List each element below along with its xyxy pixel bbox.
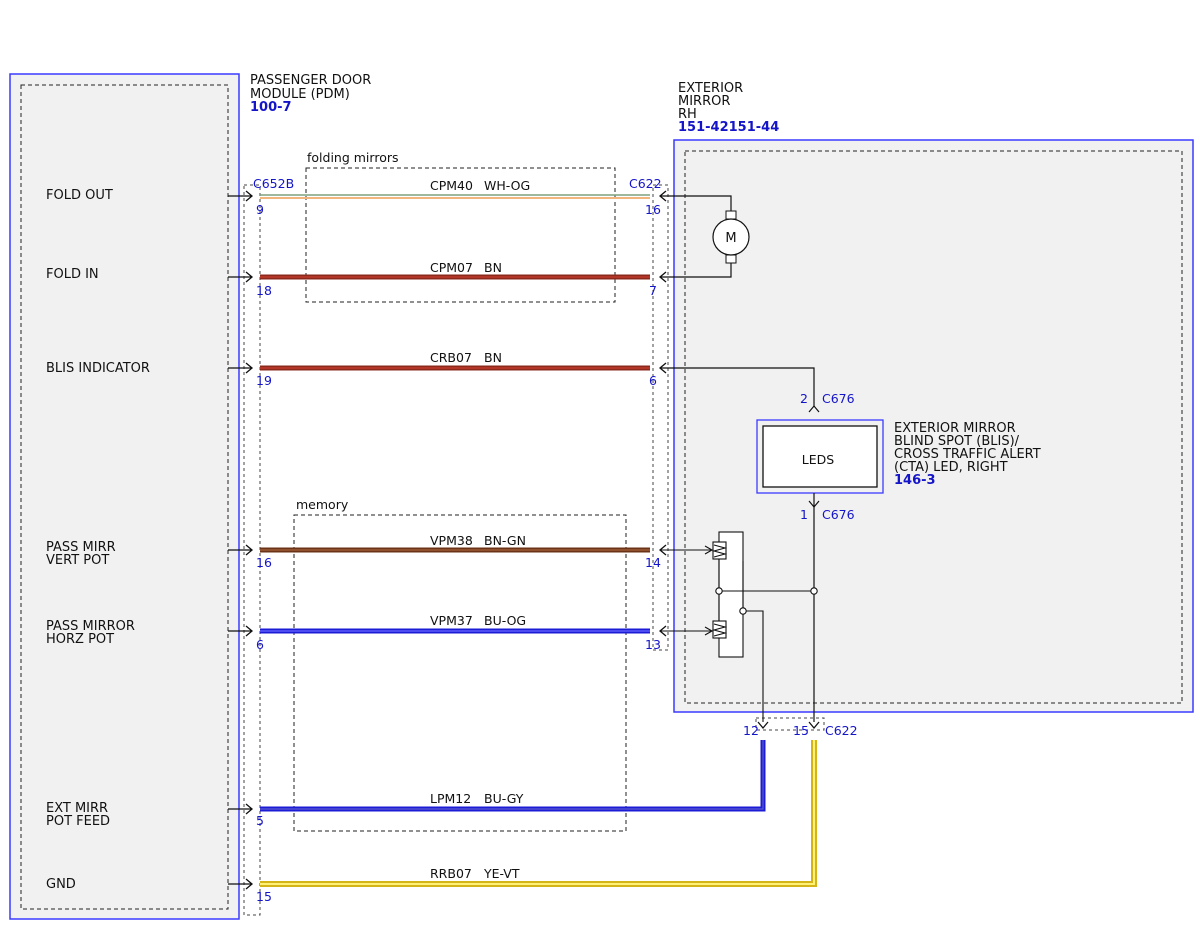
led-title-line4: (CTA) LED, RIGHT	[894, 460, 1008, 475]
input-gnd: GND	[46, 877, 76, 892]
led-connector-top: C676	[822, 391, 855, 406]
input-feed-line1: EXT MIRR	[46, 801, 108, 816]
wire-fold-in-color: BN	[484, 260, 502, 275]
mirror-pin-fold-in: 7	[649, 283, 657, 298]
led-connector-bottom: C676	[822, 507, 855, 522]
wire-horz-color: BU-OG	[484, 613, 526, 628]
wire-fold-in-circuit: CPM07	[430, 260, 473, 275]
mirror-pin-horz: 13	[645, 637, 661, 652]
memory-group	[293, 514, 627, 832]
led-pin-bottom: 1	[800, 507, 808, 522]
mirror-connector-label-bottom: C622	[825, 723, 858, 738]
pdm-title-line2: MODULE (PDM)	[250, 87, 350, 102]
wire-blis-circuit: CRB07	[430, 350, 472, 365]
mirror-pin-feed: 12	[743, 723, 759, 738]
memory-label: memory	[296, 497, 349, 512]
pdm-code-link[interactable]: 100-7	[250, 100, 292, 115]
wire-feed-color: BU-GY	[484, 791, 524, 806]
wire-gnd-circuit: RRB07	[430, 866, 472, 881]
led-label: LEDS	[802, 452, 834, 467]
input-fold-out: FOLD OUT	[46, 188, 113, 203]
pdm-pin-fold-out: 9	[256, 202, 264, 217]
input-vert-pot-line2: VERT POT	[46, 553, 109, 568]
led-title-line2: BLIND SPOT (BLIS)/	[894, 434, 1020, 449]
input-feed-line2: POT FEED	[46, 814, 110, 829]
mirror-bottom-connector	[755, 717, 825, 731]
mirror-pin-blis: 6	[649, 373, 657, 388]
pdm-pin-horz: 6	[256, 637, 264, 652]
pdm-pin-feed: 5	[256, 813, 264, 828]
motor-symbol: M	[725, 231, 736, 246]
folding-mirrors-label: folding mirrors	[307, 150, 399, 165]
wire-gnd-color: YE-VT	[483, 866, 520, 881]
mirror-module-border	[673, 139, 1194, 713]
pdm-pin-gnd: 15	[256, 889, 272, 904]
folding-mirrors-group	[305, 167, 616, 303]
mirror-title-line2: MIRROR	[678, 94, 730, 109]
mirror-pin-gnd: 15	[793, 723, 809, 738]
wire-gnd[interactable]	[260, 740, 817, 887]
input-horz-pot-line2: HORZ POT	[46, 632, 114, 647]
mirror-title-line3: RH	[678, 107, 697, 122]
led-pin-top: 2	[800, 391, 808, 406]
pdm-module-border	[9, 73, 240, 920]
wire-horz-circuit: VPM37	[430, 613, 473, 628]
led-module	[660, 367, 884, 722]
wire-fold-out-circuit: CPM40	[430, 178, 473, 193]
mirror-connector-label-top: C622	[629, 176, 662, 191]
pdm-pin-fold-in: 18	[256, 283, 272, 298]
wire-fold-out-color: WH-OG	[484, 178, 530, 193]
led-code-link[interactable]: 146-3	[894, 473, 936, 488]
input-blis-indicator: BLIS INDICATOR	[46, 361, 150, 376]
mirror-pin-vert: 14	[645, 555, 661, 570]
input-horz-pot-line1: PASS MIRROR	[46, 619, 135, 634]
pdm-pin-vert: 16	[256, 555, 272, 570]
wire-vert-color: BN-GN	[484, 533, 526, 548]
mirror-module-inner	[684, 150, 1183, 704]
wire-feed-circuit: LPM12	[430, 791, 471, 806]
mirror-connector-strip	[652, 184, 669, 651]
wire-pot-feed[interactable]	[260, 740, 766, 812]
input-vert-pot-line1: PASS MIRR	[46, 540, 116, 555]
wire-fold-out[interactable]	[260, 194, 650, 199]
wire-blis-color: BN	[484, 350, 502, 365]
mirror-title-line1: EXTERIOR	[678, 81, 743, 96]
pdm-title-line1: PASSENGER DOOR	[250, 73, 371, 88]
wire-vert-circuit: VPM38	[430, 533, 473, 548]
pdm-module-inner	[20, 84, 229, 910]
junction-dots	[715, 587, 818, 615]
fold-motor	[660, 195, 750, 278]
led-title-line1: EXTERIOR MIRROR	[894, 421, 1016, 436]
pdm-pin-arrows	[228, 190, 254, 890]
pdm-connector-label: C652B	[253, 176, 294, 191]
pdm-pin-blis: 19	[256, 373, 272, 388]
led-title-line3: CROSS TRAFFIC ALERT	[894, 447, 1041, 462]
mirror-code-link[interactable]: 151-42151-44	[678, 120, 779, 135]
mirror-pin-fold-out: 16	[645, 202, 661, 217]
input-fold-in: FOLD IN	[46, 267, 99, 282]
